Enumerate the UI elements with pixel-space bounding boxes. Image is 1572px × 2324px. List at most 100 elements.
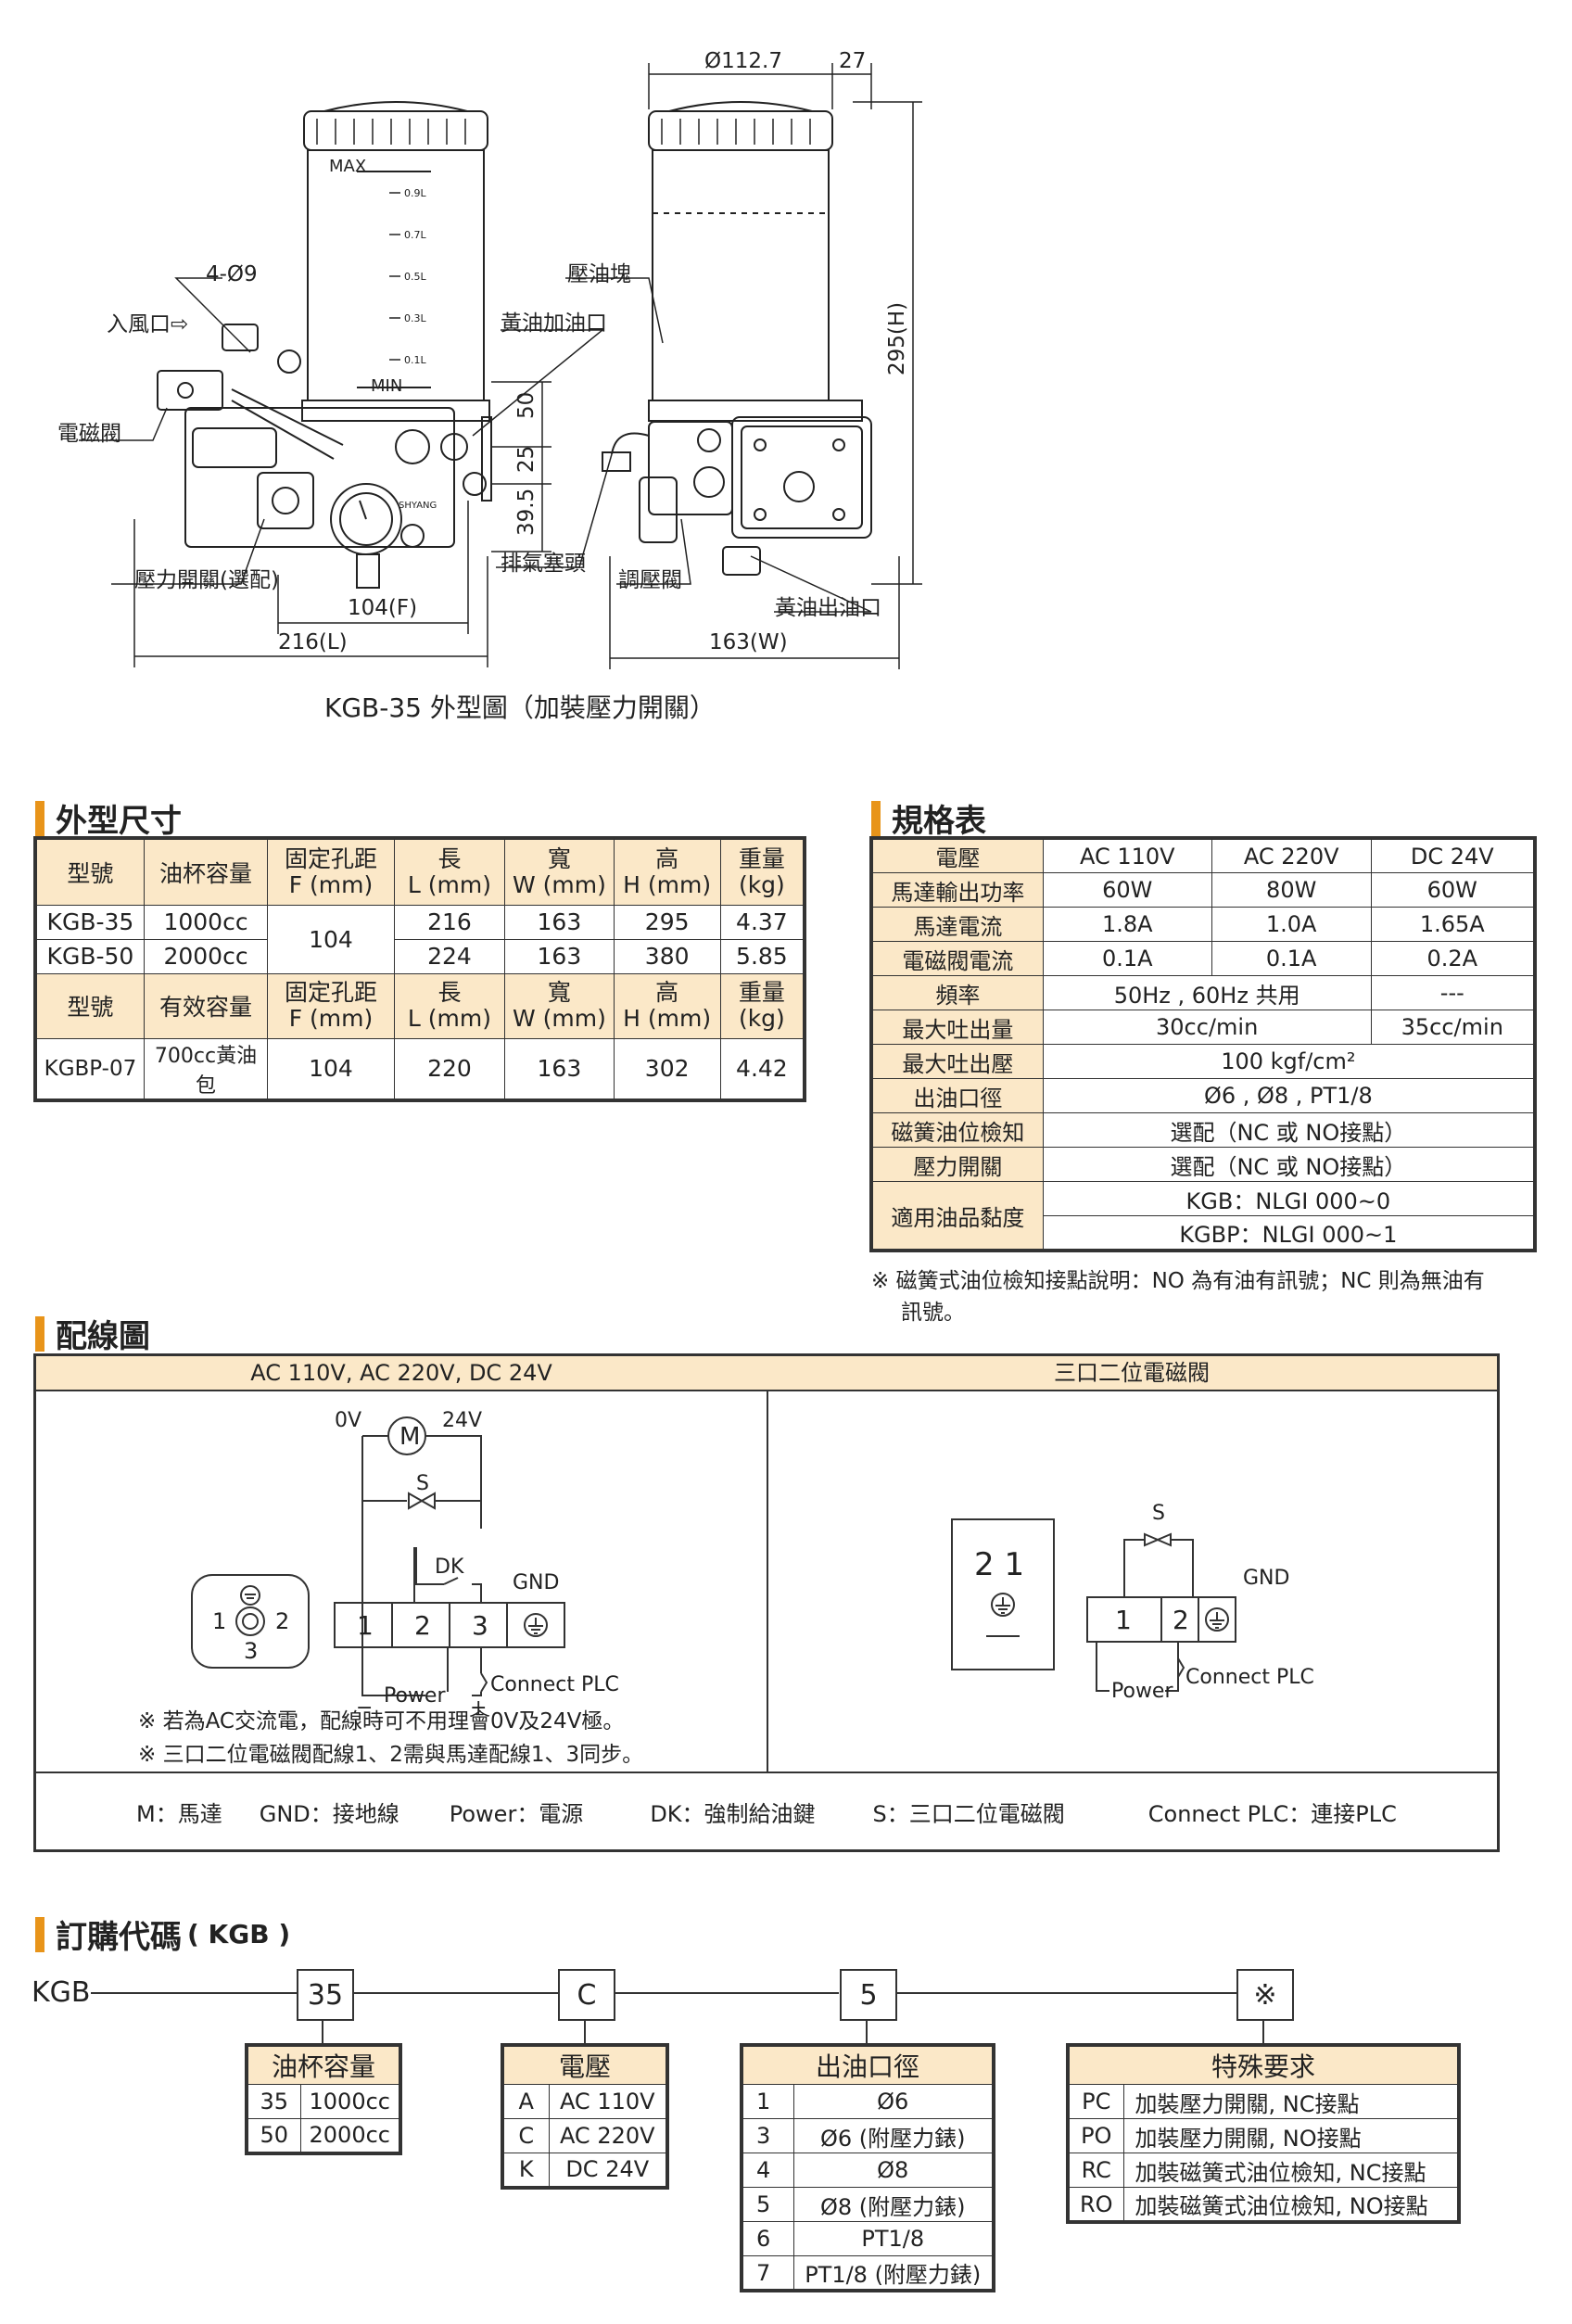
table-row: 頻率 50Hz , 60Hz 共用 --- <box>870 975 1536 1010</box>
cell-value: 0.2A <box>1370 941 1536 976</box>
th-max-pressure: 最大吐出壓 <box>870 1044 1044 1079</box>
cell-desc: Ø8 <box>792 2153 995 2188</box>
cell-desc: 加裝壓力開關, NC接點 <box>1122 2084 1460 2119</box>
table-row: 馬達輸出功率 60W 80W 60W <box>870 872 1536 908</box>
motor-letter: M <box>399 1423 420 1451</box>
cell-desc: AC 110V <box>548 2084 668 2119</box>
cell-value: 1.8A <box>1042 907 1212 942</box>
table-row: 馬達電流 1.8A 1.0A 1.65A <box>870 907 1536 942</box>
cell-height: 302 <box>613 1037 721 1100</box>
th-max-output: 最大吐出量 <box>870 1010 1044 1045</box>
th-width: 寬 W (mm) <box>504 972 615 1039</box>
th-level-detect: 磁簧油位檢知 <box>870 1112 1044 1148</box>
scale-0-7: 0.7L <box>404 229 426 241</box>
specs-note-line2: 訊號。 <box>901 1301 965 1325</box>
cell-width: 163 <box>504 1037 615 1100</box>
table-row: 出油口徑 Ø6 , Ø8 , PT1/8 <box>870 1078 1536 1113</box>
cell-desc: PT1/8 <box>792 2221 995 2256</box>
label-valve-power: Power <box>1111 1680 1173 1703</box>
th-mount-pitch: 固定孔距 F (mm) <box>267 837 395 906</box>
wiring-note-2: ※ 三口二位電磁閥配線1、2需與馬達配線1、3同步。 <box>138 1743 644 1767</box>
cell-code: RO <box>1067 2187 1124 2223</box>
ground-icon <box>240 1585 1229 1637</box>
drawing-caption: KGB-35 外型圖（加裝壓力開關） <box>324 692 716 723</box>
legend-plc: Connect PLC：連接PLC <box>1147 1800 1397 1827</box>
th-model: 型號 <box>34 837 145 906</box>
th-capacity: 油杯容量 <box>246 2044 401 2085</box>
cell-length: 216 <box>393 904 506 940</box>
ordering-connectors <box>91 1992 1264 2044</box>
cell-code: 4 <box>741 2153 794 2188</box>
table-row: 壓力開關 選配（NC 或 NO接點） <box>870 1147 1536 1182</box>
label-minus: − <box>356 1696 373 1720</box>
th-motor-power: 馬達輸出功率 <box>870 872 1044 908</box>
cell-value: 0.1A <box>1211 941 1372 976</box>
th-length: 長 L (mm) <box>393 972 506 1039</box>
cell-value: 50Hz , 60Hz 共用 <box>1042 975 1372 1010</box>
ordering-prefix: KGB <box>32 1976 91 2009</box>
specs-table: 電壓 AC 110V AC 220V DC 24V 馬達輸出功率 60W 80W… <box>869 836 1537 1252</box>
cell-value: 選配（NC 或 NO接點） <box>1042 1147 1536 1182</box>
table-row: KGBP：NLGI 000~1 <box>871 1215 1536 1251</box>
cell-desc: Ø8 (附壓力錶) <box>792 2187 995 2222</box>
code-outlet: 5 <box>840 1969 897 2021</box>
cell-desc: DC 24V <box>548 2153 668 2188</box>
table-row: 磁簧油位檢知 選配（NC 或 NO接點） <box>870 1112 1536 1148</box>
wiring-divider <box>767 1390 768 1772</box>
cell-height: 380 <box>613 938 721 974</box>
cell-desc: Ø6 (附壓力錶) <box>792 2118 995 2153</box>
cell-code: K <box>501 2153 550 2188</box>
table-row: 最大吐出壓 100 kgf/cm² <box>870 1044 1536 1079</box>
dim-l: 216(L) <box>278 630 348 654</box>
th-frequency: 頻率 <box>870 975 1044 1010</box>
title-accent-bar <box>35 800 44 836</box>
motor-icon <box>387 1416 426 1455</box>
cell-value: KGB：NLGI 000~0 <box>1042 1181 1536 1216</box>
label-vent-plug: 排氣塞頭 <box>501 552 586 576</box>
ordering-title-suffix: ( KGB ) <box>187 1919 291 1949</box>
cell-value: 選配（NC 或 NO接點） <box>1042 1112 1536 1148</box>
dim-25: 25 <box>514 446 539 473</box>
wiring-panel: AC 110V, AC 220V, DC 24V 三口二位電磁閥 <box>33 1353 1500 1852</box>
th-outlet: 出油口徑 <box>741 2044 995 2085</box>
cell-value: KGBP：NLGI 000~1 <box>1042 1215 1536 1251</box>
cell-code: C <box>501 2118 550 2153</box>
dim-50: 50 <box>514 392 539 419</box>
specs-note-line1: ※ 磁簧式油位檢知接點說明：NO 為有油有訊號；NC 則為無油有 <box>871 1269 1485 1293</box>
cell-code: 5 <box>741 2187 794 2222</box>
cell-desc: 加裝磁簧式油位檢知, NO接點 <box>1122 2187 1460 2223</box>
cell-length: 224 <box>393 938 506 974</box>
cell-capacity: 2000cc <box>143 938 269 974</box>
label-s: S <box>416 1472 429 1495</box>
th-voltage: 電壓 <box>870 837 1044 873</box>
legend-motor: M：馬達 <box>136 1800 222 1827</box>
th-length: 長 L (mm) <box>393 837 506 906</box>
label-connect-plc: Connect PLC <box>490 1673 619 1696</box>
title-accent-bar <box>35 1916 44 1952</box>
cell-value: 35cc/min <box>1370 1010 1536 1045</box>
label-oil-block: 壓油塊 <box>567 262 631 286</box>
th-effective-capacity: 有效容量 <box>143 972 269 1039</box>
cell-dc24: DC 24V <box>1370 837 1536 873</box>
th-voltage: 電壓 <box>501 2044 668 2085</box>
wiring-col1-header: AC 110V, AC 220V, DC 24V <box>36 1356 768 1391</box>
th-viscosity: 適用油品黏度 <box>870 1181 1044 1251</box>
cell-value: Ø6 , Ø8 , PT1/8 <box>1042 1078 1536 1113</box>
cell-weight: 4.42 <box>719 1037 805 1100</box>
cell-ac110: AC 110V <box>1042 837 1212 873</box>
cell-desc: 加裝壓力開關, NO接點 <box>1122 2118 1460 2153</box>
legend-power: Power：電源 <box>449 1800 584 1827</box>
cell-value: 60W <box>1370 872 1536 908</box>
cell-desc: 加裝磁簧式油位檢知, NC接點 <box>1122 2153 1460 2188</box>
plug-pin-2: 2 <box>275 1608 289 1634</box>
cell-mount-pitch: 104 <box>267 904 395 974</box>
cell-weight: 4.37 <box>719 904 805 940</box>
wiring-diagram: M 0V 24V S DK GND Connect PLC Power − + … <box>191 1409 1314 1720</box>
cell-model: KGB-35 <box>34 904 145 940</box>
